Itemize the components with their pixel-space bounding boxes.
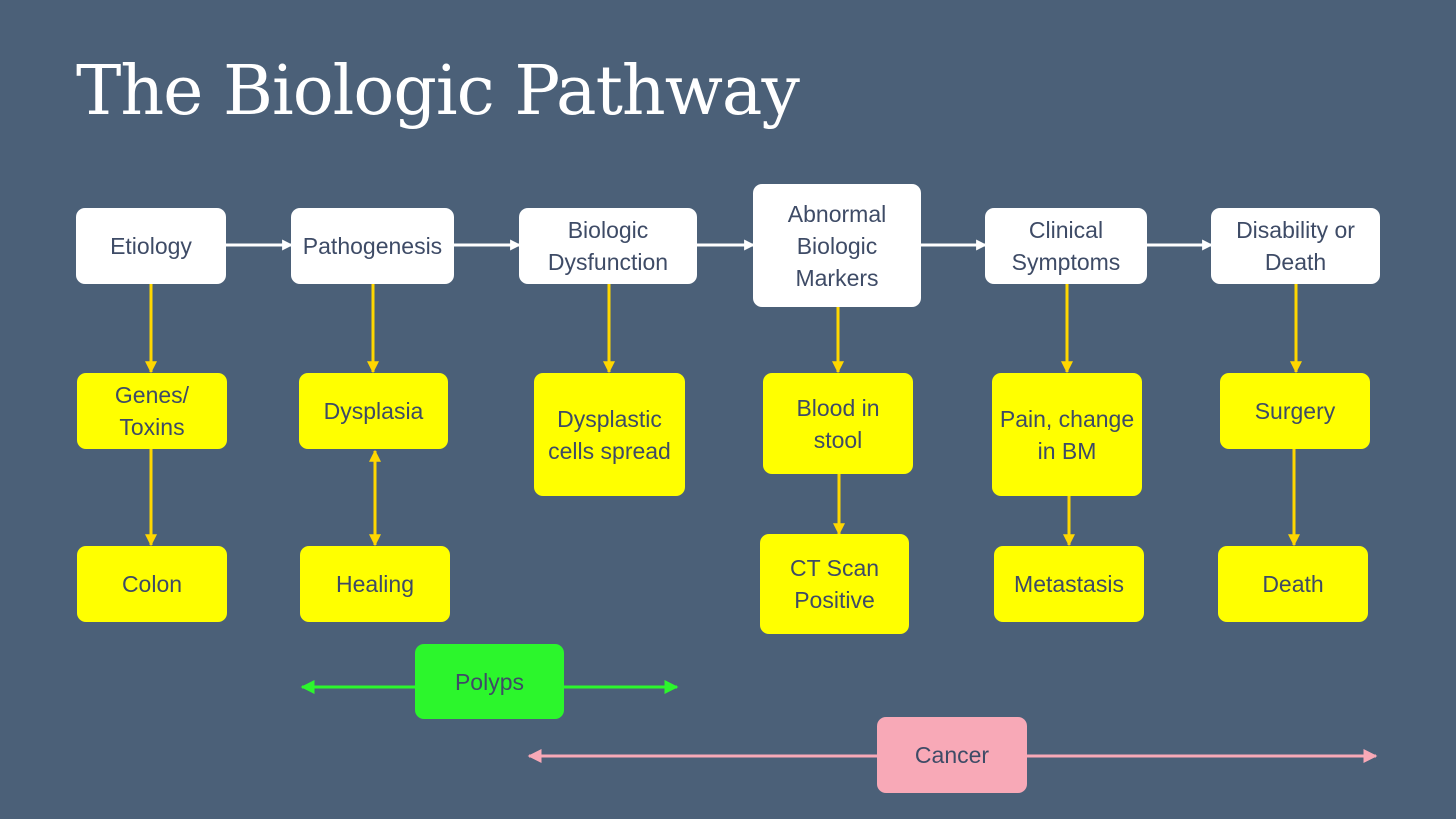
stage-disability-or-death-label: Disability or Death bbox=[1236, 217, 1355, 275]
detail-surgery: Surgery bbox=[1220, 373, 1370, 449]
stage-clinical-symptoms: Clinical Symptoms bbox=[985, 208, 1147, 284]
detail-dysplastic-cells-spread-label: Dysplastic cells spread bbox=[548, 405, 671, 464]
stage-disability-or-death: Disability or Death bbox=[1211, 208, 1380, 284]
detail-colon-label: Colon bbox=[121, 571, 183, 597]
range-polyps: Polyps bbox=[415, 644, 564, 719]
stage-biologic-dysfunction: Biologic Dysfunction bbox=[519, 208, 697, 284]
stage-abnormal-biologic-markers: Abnormal Biologic Markers bbox=[753, 184, 921, 307]
detail-pain-change-in-bm: Pain, change in BM bbox=[992, 373, 1142, 496]
stage-biologic-dysfunction-label: Biologic Dysfunction bbox=[547, 217, 669, 275]
detail-ct-scan-positive: CT Scan Positive bbox=[760, 534, 909, 634]
stage-etiology-label: Etiology bbox=[110, 233, 192, 259]
detail-colon: Colon bbox=[77, 546, 227, 622]
detail-metastasis-label: Metastasis bbox=[1014, 571, 1124, 597]
detail-death-label: Death bbox=[1262, 571, 1324, 597]
detail-metastasis: Metastasis bbox=[994, 546, 1144, 622]
detail-genes-toxins: Genes/ Toxins bbox=[77, 373, 227, 449]
detail-dysplasia-label: Dysplasia bbox=[323, 398, 424, 424]
stage-pathogenesis-label: Pathogenesis bbox=[302, 233, 443, 259]
range-cancer-label: Cancer bbox=[914, 742, 990, 768]
detail-ct-scan-positive-label: CT Scan Positive bbox=[789, 555, 880, 613]
range-polyps-label: Polyps bbox=[454, 668, 525, 695]
detail-pain-change-in-bm-label: Pain, change in BM bbox=[999, 405, 1135, 464]
slide-title: The Biologic Pathway bbox=[76, 52, 800, 131]
stage-clinical-symptoms-label: Clinical Symptoms bbox=[1011, 217, 1121, 275]
range-cancer: Cancer bbox=[877, 717, 1027, 793]
detail-genes-toxins-label: Genes/ Toxins bbox=[114, 382, 190, 440]
stage-pathogenesis: Pathogenesis bbox=[291, 208, 454, 284]
detail-healing-label: Healing bbox=[336, 571, 414, 597]
detail-dysplastic-cells-spread: Dysplastic cells spread bbox=[534, 373, 685, 496]
detail-healing: Healing bbox=[300, 546, 450, 622]
detail-blood-in-stool-label: Blood in stool bbox=[796, 394, 880, 453]
stage-abnormal-biologic-markers-label: Abnormal Biologic Markers bbox=[787, 200, 887, 291]
detail-death: Death bbox=[1218, 546, 1368, 622]
detail-dysplasia: Dysplasia bbox=[299, 373, 448, 449]
detail-blood-in-stool: Blood in stool bbox=[763, 373, 913, 474]
detail-surgery-label: Surgery bbox=[1254, 398, 1336, 424]
stage-etiology: Etiology bbox=[76, 208, 226, 284]
